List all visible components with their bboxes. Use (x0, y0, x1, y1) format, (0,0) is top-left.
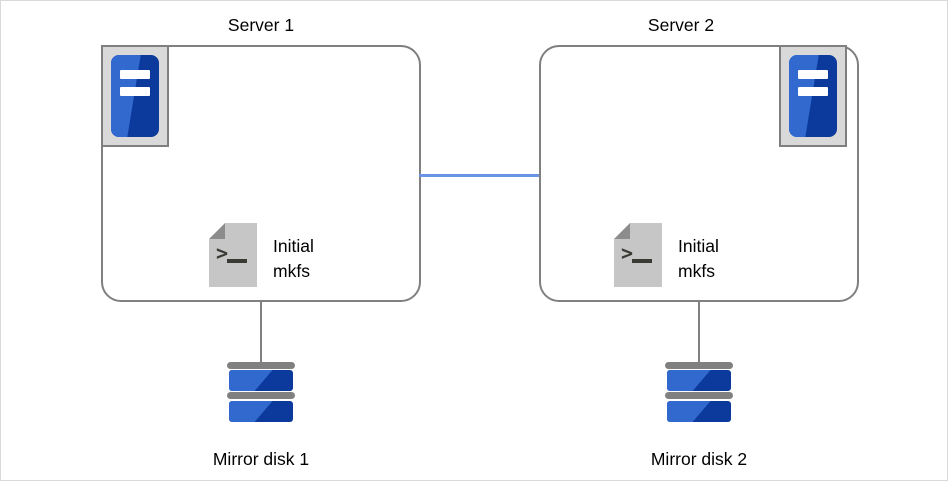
server-chip-body (111, 55, 159, 137)
page-fold-corner-icon (209, 223, 225, 239)
disk-platter-lower (229, 401, 293, 422)
server-2-initial-mkfs-group: > Initial mkfs (614, 221, 794, 301)
disk-platter-upper (667, 370, 731, 391)
server-rack-icon (779, 45, 847, 147)
server-2-title: Server 2 (647, 15, 715, 35)
script-label-line-1: Initial (678, 236, 719, 256)
server-rack-icon (101, 45, 169, 147)
prompt-underscore-glyph (227, 259, 247, 263)
disk-rail-top (227, 362, 295, 369)
disk-rail-top (665, 362, 733, 369)
script-label-line-1: Initial (273, 236, 314, 256)
server-chip-body (789, 55, 837, 137)
script-label-line-2: mkfs (678, 261, 715, 282)
server-bay-bar-2 (120, 87, 150, 96)
server-1-to-mirror-disk-1-connector (260, 302, 262, 364)
disk-platter-lower (667, 401, 731, 422)
server-to-server-interconnect-line (419, 174, 541, 177)
mirror-disk-2-label: Mirror disk 2 (650, 449, 748, 469)
prompt-underscore-glyph (632, 259, 652, 263)
mirror-disk-icon (227, 362, 295, 424)
shell-script-icon: > (209, 223, 257, 287)
server-bay-bar-1 (120, 70, 150, 79)
server-1-initial-mkfs-group: > Initial mkfs (209, 221, 389, 301)
page-fold-corner-icon (614, 223, 630, 239)
shell-script-icon: > (614, 223, 662, 287)
server-bay-bar-2 (798, 87, 828, 96)
prompt-caret-glyph: > (621, 241, 633, 265)
disk-rail-middle (227, 392, 295, 399)
server-1-script-label: Initial mkfs (273, 234, 314, 285)
script-label-line-2: mkfs (273, 261, 310, 282)
disk-rail-middle (665, 392, 733, 399)
server-bay-bar-1 (798, 70, 828, 79)
server-2-to-mirror-disk-2-connector (698, 302, 700, 364)
disk-platter-upper (229, 370, 293, 391)
mirror-disk-1-label: Mirror disk 1 (212, 449, 310, 469)
server-1-title: Server 1 (227, 15, 295, 35)
prompt-caret-glyph: > (216, 241, 228, 265)
mirror-disk-icon (665, 362, 733, 424)
server-2-script-label: Initial mkfs (678, 234, 719, 285)
